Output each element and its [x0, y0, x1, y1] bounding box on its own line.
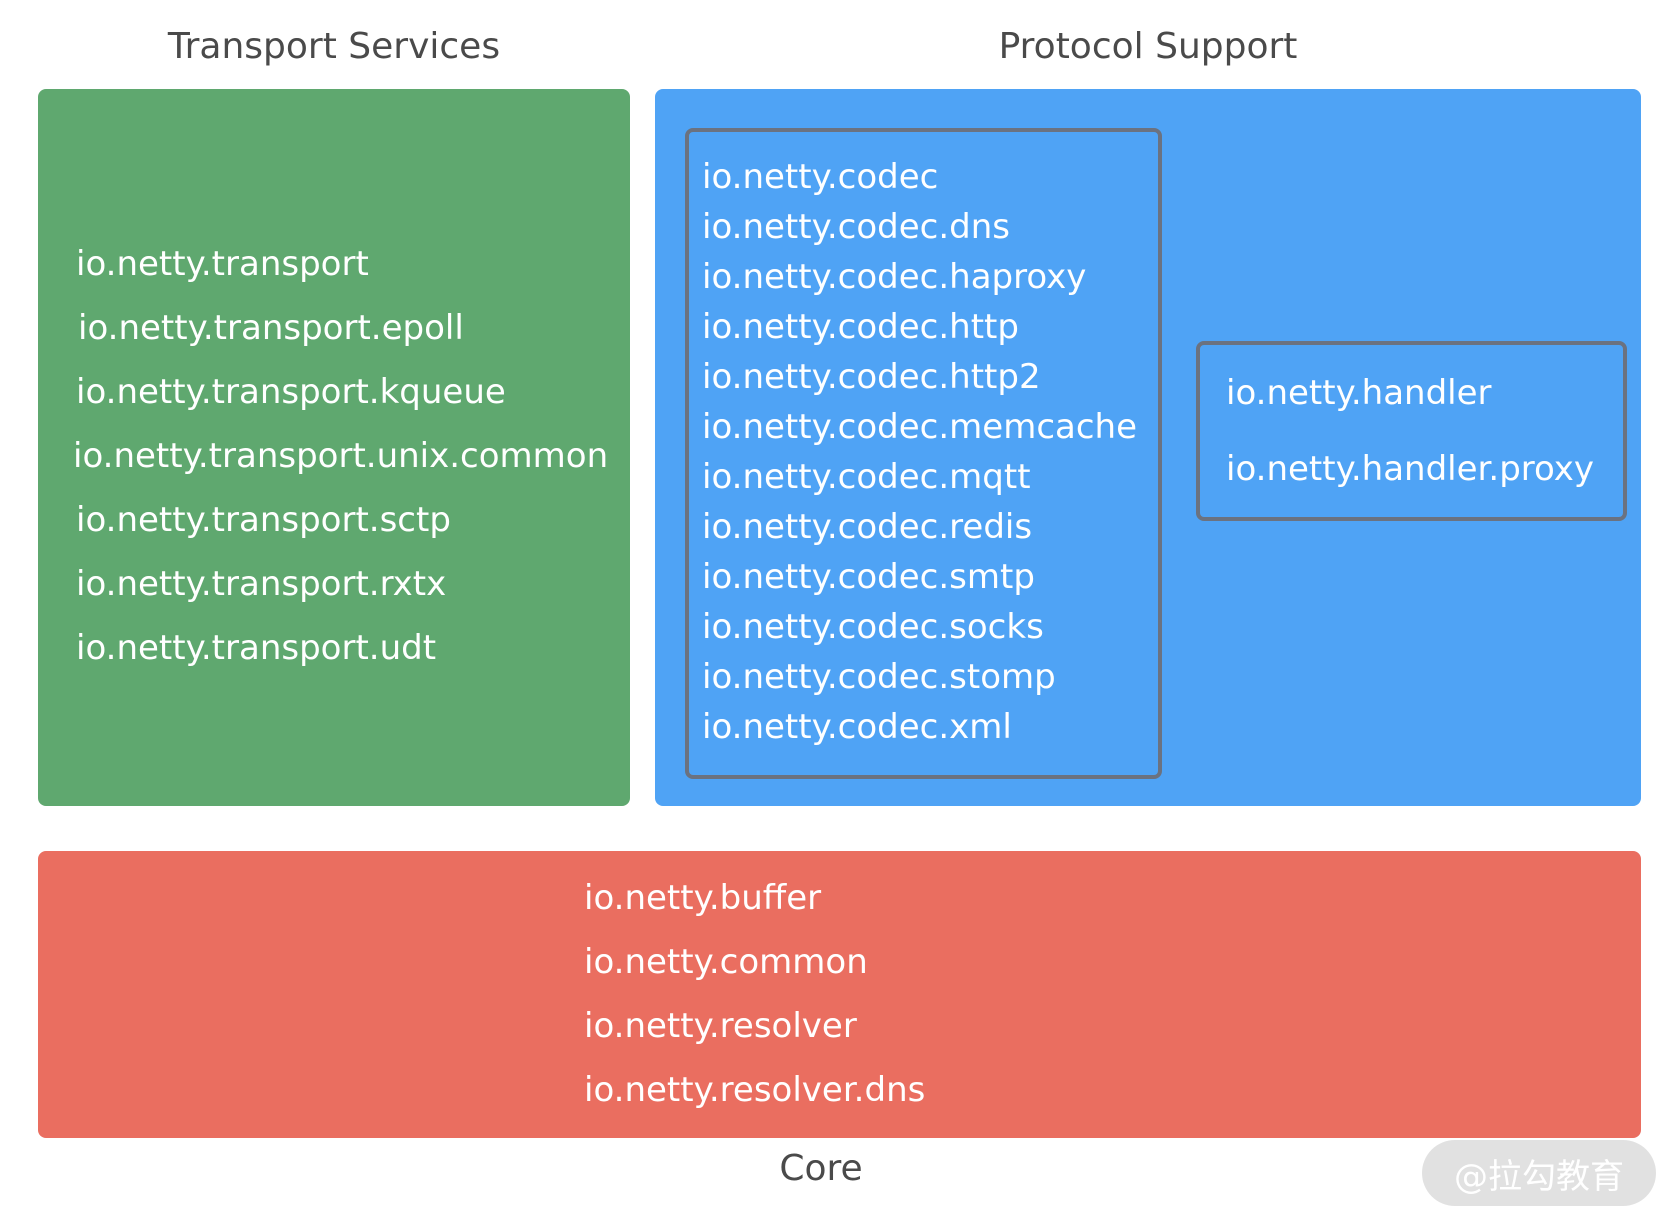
transport-package: io.netty.transport.udt: [76, 628, 437, 668]
protocol-support-title: Protocol Support: [998, 26, 1298, 67]
core-package: io.netty.common: [584, 942, 868, 982]
codec-package: io.netty.codec.smtp: [702, 557, 1035, 597]
core-title: Core: [779, 1148, 863, 1189]
transport-package: io.netty.transport.unix.common: [73, 436, 609, 476]
transport-package: io.netty.transport: [76, 244, 369, 284]
codec-package: io.netty.codec.http2: [702, 357, 1041, 397]
codec-package: io.netty.codec.stomp: [702, 657, 1056, 697]
codec-package: io.netty.codec.http: [702, 307, 1019, 347]
codec-package: io.netty.codec.haproxy: [702, 257, 1087, 297]
handler-package: io.netty.handler.proxy: [1226, 449, 1595, 489]
core-package: io.netty.buffer: [584, 878, 822, 918]
core-panel: [38, 851, 1641, 1138]
codec-package: io.netty.codec.dns: [702, 207, 1011, 247]
core-package: io.netty.resolver: [584, 1006, 857, 1046]
protocol-support-panel: [655, 89, 1641, 806]
transport-package: io.netty.transport.sctp: [76, 500, 451, 540]
watermark-badge: @拉勾教育: [1422, 1140, 1656, 1206]
codec-package: io.netty.codec: [702, 157, 939, 197]
transport-services-title: Transport Services: [167, 26, 501, 67]
codec-package: io.netty.codec.xml: [702, 707, 1012, 747]
transport-package: io.netty.transport.rxtx: [76, 564, 447, 604]
transport-services-panel: [38, 89, 630, 806]
transport-package: io.netty.transport.kqueue: [76, 372, 506, 412]
transport-package: io.netty.transport.epoll: [78, 308, 464, 348]
codec-package-group: [685, 128, 1162, 779]
handler-package-group: [1196, 341, 1627, 521]
codec-package: io.netty.codec.socks: [702, 607, 1044, 647]
handler-package: io.netty.handler: [1226, 373, 1492, 413]
core-package: io.netty.resolver.dns: [584, 1070, 926, 1110]
codec-package: io.netty.codec.mqtt: [702, 457, 1031, 497]
codec-package: io.netty.codec.memcache: [702, 407, 1138, 447]
codec-package: io.netty.codec.redis: [702, 507, 1033, 547]
